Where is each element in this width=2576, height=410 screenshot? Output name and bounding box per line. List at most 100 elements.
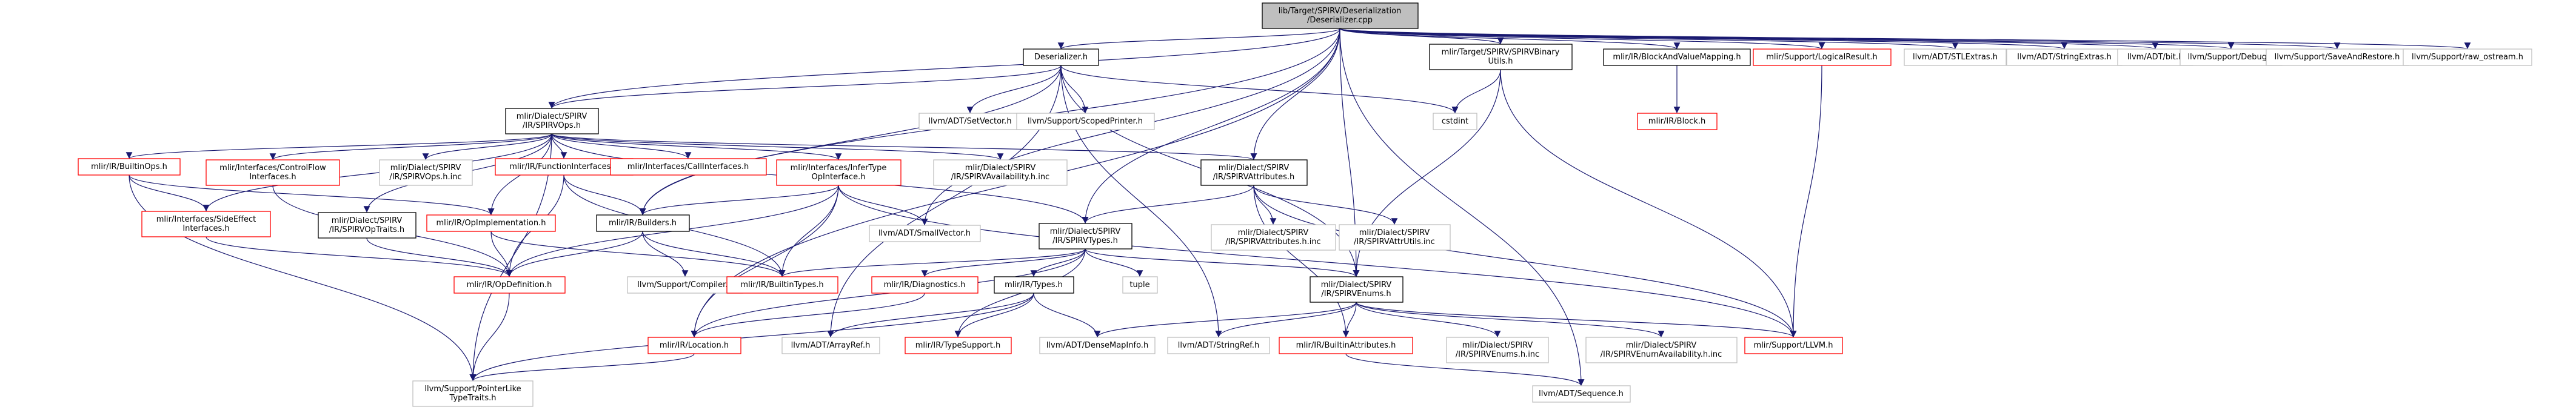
node-label: mlir/Dialect/SPIRV — [1626, 341, 1697, 350]
node-llvm-h[interactable]: mlir/Support/LLVM.h — [1744, 337, 1843, 354]
node-label: llvm/ADT/StringRef.h — [1178, 341, 1259, 350]
node-spirvenums[interactable]: mlir/Dialect/SPIRV/IR/SPIRVEnums.h — [1310, 276, 1403, 303]
node-box — [453, 276, 566, 294]
node-box — [1167, 337, 1270, 354]
node-label: mlir/Support/LLVM.h — [1754, 341, 1833, 350]
node-box — [1904, 48, 2007, 66]
node-label: mlir/Interfaces/CallInterfaces.h — [627, 162, 749, 171]
node-label: mlir/Interfaces/InferType — [791, 164, 887, 173]
node-label: mlir/IR/OpDefinition.h — [467, 280, 552, 289]
node-spirvavail: mlir/Dialect/SPIRV/IR/SPIRVAvailability.… — [933, 159, 1068, 186]
node-box — [1039, 223, 1132, 250]
node-builtinops[interactable]: mlir/IR/BuiltinOps.h — [78, 158, 181, 176]
node-label: /IR/SPIRVEnums.h.inc — [1456, 350, 1539, 359]
edge-spirvops-to-spirvops-inc — [422, 133, 552, 160]
node-label: OpInterface.h — [811, 173, 865, 182]
node-callinterfaces[interactable]: mlir/Interfaces/CallInterfaces.h — [610, 158, 767, 176]
node-spirvops[interactable]: mlir/Dialect/SPIRV/IR/SPIRVOps.h — [505, 108, 599, 134]
edge-builders-to-opdefinition — [506, 231, 643, 277]
edge-root-to-spirvops — [548, 28, 1340, 109]
node-label: mlir/Dialect/SPIRV — [1359, 228, 1430, 237]
edge-layer — [125, 28, 2471, 386]
node-spirvoptraits[interactable]: mlir/Dialect/SPIRV/IR/SPIRVOpTraits.h — [318, 212, 417, 239]
node-diagnostics[interactable]: mlir/IR/Diagnostics.h — [871, 276, 979, 294]
node-builders[interactable]: mlir/IR/Builders.h — [596, 214, 690, 232]
node-builtintypes[interactable]: mlir/IR/BuiltinTypes.h — [726, 276, 838, 294]
edge-spirvbinaryutils-to-llvm-h — [1500, 69, 1797, 338]
node-scopedprinter: llvm/Support/ScopedPrinter.h — [1016, 113, 1155, 130]
node-box — [1532, 385, 1631, 403]
node-logicalresult[interactable]: mlir/Support/LogicalResult.h — [1753, 48, 1892, 66]
node-box — [412, 380, 534, 407]
node-stringref: llvm/ADT/StringRef.h — [1167, 337, 1270, 354]
edge-builtinattrs-to-sequence — [1345, 353, 1585, 386]
edge-root-to-logicalresult — [1339, 28, 1825, 50]
node-label: mlir/Target/SPIRV/SPIRVBinary — [1442, 48, 1560, 57]
edge-spirvops-to-controlflow — [269, 133, 552, 160]
node-label: Interfaces.h — [182, 224, 229, 233]
edge-infertype-to-llvm-h — [838, 185, 1797, 338]
node-functioninterfaces[interactable]: mlir/IR/FunctionInterfaces.h — [495, 158, 634, 176]
node-label: Deserializer.h — [1034, 53, 1088, 62]
edge-deserializer-h-to-spirvops — [548, 65, 1062, 109]
node-box — [2006, 48, 2123, 66]
node-block-h[interactable]: mlir/IR/Block.h — [1637, 113, 1718, 130]
node-label: llvm/Support/Compiler.h — [637, 280, 732, 289]
edge-root-to-deserializer-h — [1057, 28, 1340, 50]
node-box — [905, 337, 1012, 354]
node-label: mlir/IR/OpImplementation.h — [437, 219, 546, 228]
node-spirvtypes[interactable]: mlir/Dialect/SPIRV/IR/SPIRVTypes.h — [1039, 223, 1132, 250]
node-types-h[interactable]: mlir/IR/Types.h — [994, 276, 1074, 294]
node-label: mlir/Dialect/SPIRV — [1238, 228, 1309, 237]
node-opimpl[interactable]: mlir/IR/OpImplementation.h — [426, 214, 556, 232]
edge-opdefinition-to-pointerlike — [469, 293, 510, 382]
node-label: mlir/Dialect/SPIRV — [1050, 227, 1121, 236]
node-label: llvm/Support/ScopedPrinter.h — [1028, 117, 1143, 126]
node-densemapinfo: llvm/ADT/DenseMapInfo.h — [1039, 337, 1156, 354]
node-box — [776, 159, 902, 186]
node-box — [726, 276, 838, 294]
edge-spirvattrs-to-spirvtypes — [1082, 185, 1254, 224]
node-spirvattrs[interactable]: mlir/Dialect/SPIRV/IR/SPIRVAttributes.h — [1200, 159, 1308, 186]
node-bit: llvm/ADT/bit.h — [2117, 48, 2193, 66]
node-deserializer-h[interactable]: Deserializer.h — [1023, 48, 1099, 66]
node-label: mlir/IR/BuiltinOps.h — [91, 162, 167, 171]
edge-spirvattrs-to-spirvattrutils — [1253, 185, 1398, 225]
node-opdefinition[interactable]: mlir/IR/OpDefinition.h — [453, 276, 566, 294]
edge-spirvtypes-to-types-h — [1030, 248, 1086, 277]
node-label: llvm/ADT/SetVector.h — [928, 117, 1011, 126]
node-spirvenums-inc: mlir/Dialect/SPIRV/IR/SPIRVEnums.h.inc — [1446, 337, 1549, 363]
node-label: /IR/SPIRVAvailability.h.inc — [951, 173, 1049, 182]
node-label: llvm/ADT/DenseMapInfo.h — [1046, 341, 1148, 350]
node-label: mlir/Interfaces/ControlFlow — [219, 164, 326, 173]
edge-spirvops-to-builtinops — [125, 133, 552, 159]
node-label: /IR/SPIRVTypes.h — [1052, 236, 1118, 245]
node-box — [1433, 113, 1477, 130]
node-blockandvalue[interactable]: mlir/IR/BlockAndValueMapping.h — [1603, 48, 1751, 66]
node-location[interactable]: mlir/IR/Location.h — [647, 337, 741, 354]
edge-spirvattrs-to-builtinattrs — [1253, 185, 1350, 338]
node-box — [781, 337, 880, 354]
node-root[interactable]: lib/Target/SPIRV/Deserialization/Deseria… — [1262, 2, 1419, 29]
node-saverestore: llvm/Support/SaveAndRestore.h — [2266, 48, 2409, 66]
node-label: tuple — [1129, 280, 1149, 289]
node-spirvenumavail: mlir/Dialect/SPIRV/IR/SPIRVEnumAvailabil… — [1585, 337, 1738, 363]
edge-spirvops-to-spirvattrs — [551, 133, 1257, 160]
node-label: mlir/Dialect/SPIRV — [332, 216, 403, 225]
edge-spirvtypes-to-diagnostics — [921, 248, 1086, 277]
node-typesupport[interactable]: mlir/IR/TypeSupport.h — [905, 337, 1012, 354]
edge-logicalresult-to-llvm-h — [1790, 65, 1822, 338]
node-box — [2266, 48, 2409, 66]
node-builtinattrs[interactable]: mlir/IR/BuiltinAttributes.h — [1279, 337, 1413, 354]
edge-types-h-to-arrayref — [827, 293, 1034, 338]
node-debug: llvm/Support/Debug.h — [2180, 48, 2283, 66]
node-label: mlir/IR/Location.h — [660, 341, 729, 350]
edge-root-to-spirvtypes — [1082, 28, 1340, 224]
edge-root-to-blockandvalue — [1339, 28, 1681, 50]
